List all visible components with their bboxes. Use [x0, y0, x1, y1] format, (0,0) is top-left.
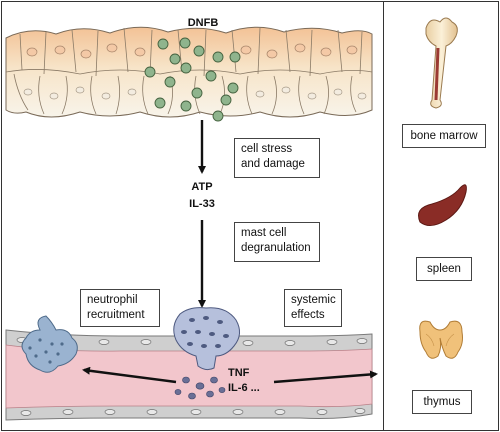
mast-cell [173, 307, 240, 400]
organ-label-bone-marrow: bone marrow [402, 124, 486, 148]
organ-label-spleen: spleen [416, 257, 472, 281]
spleen-icon [418, 184, 467, 226]
arrow-to-neutrophil [82, 366, 177, 384]
dnfb-label: DNFB [187, 17, 219, 29]
atp-label: ATP [191, 181, 213, 193]
systemic-effects-box: systemic effects [284, 289, 342, 327]
blood-vessel [5, 329, 373, 421]
il33-label: IL-33 [189, 198, 215, 210]
thymus-icon [419, 320, 463, 359]
organ-label-thymus: thymus [412, 390, 472, 414]
cell-stress-box: cell stress and damage [234, 138, 320, 178]
il6-label: IL-6 ... [228, 382, 260, 394]
bone-marrow-icon [425, 17, 458, 109]
neutrophil-recruitment-box: neutrophil recruitment [80, 289, 160, 327]
neutrophil-cell [21, 315, 78, 373]
arrow-to-systemic [273, 370, 378, 384]
tnf-label: TNF [228, 367, 250, 379]
organ-panel-divider [383, 1, 384, 431]
dnfb-particles [144, 37, 241, 122]
mast-cell-degranulation-box: mast cell degranulation [234, 222, 320, 262]
